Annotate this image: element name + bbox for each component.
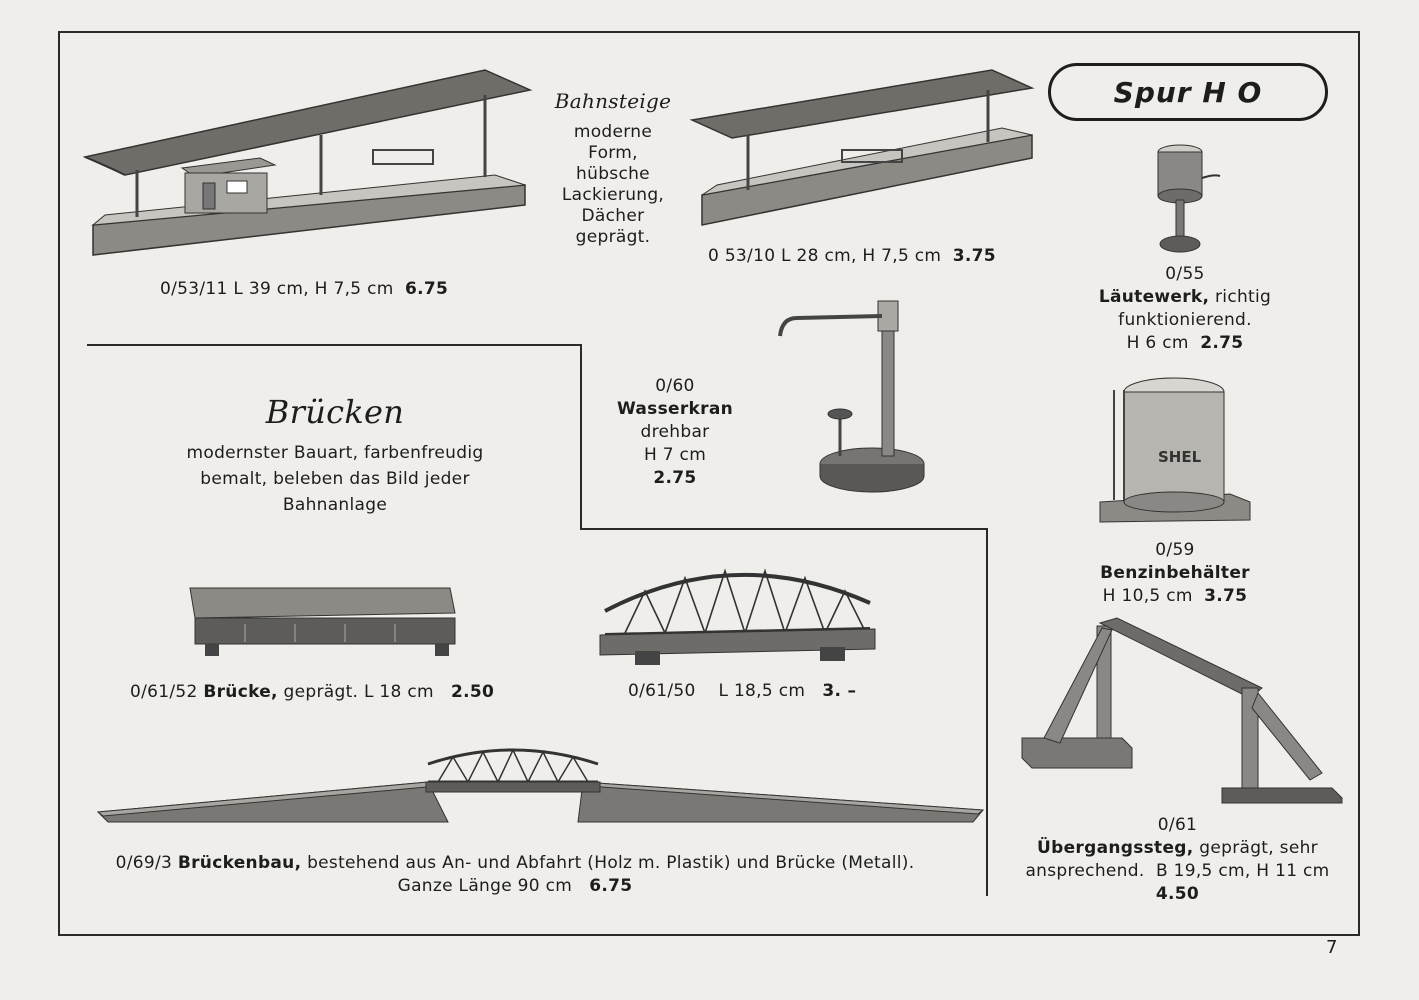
platform-small-caption: 0 53/10 L 28 cm, H 7,5 cm 3.75	[708, 245, 996, 268]
divider-left-horizontal	[87, 344, 582, 346]
page-number: 7	[1326, 937, 1338, 958]
item-code: 0/60	[655, 376, 695, 396]
item-dims: L 18,5 cm	[718, 681, 806, 701]
item-code: 0/61/50	[628, 681, 696, 701]
bell-illustration	[1157, 144, 1221, 253]
bridge-construction-caption: 0/69/3 Brückenbau, bestehend aus An- und…	[90, 852, 940, 898]
footbridge-caption: 0/61 Übergangssteg, geprägt, sehr anspre…	[1010, 814, 1345, 906]
platform-small-illustration	[689, 69, 1035, 226]
water-crane-illustration	[778, 300, 925, 493]
platforms-description: moderne Form, hübsche Lackierung, Dächer…	[561, 122, 665, 247]
bridges-description: modernster Bauart, farbenfreudig bemalt,…	[186, 443, 484, 515]
item-dims: L 28 cm, H 7,5 cm	[781, 246, 942, 266]
platforms-heading: Bahnsteige	[554, 89, 672, 113]
item-price: 6.75	[589, 876, 633, 896]
item-dims: H 10,5 cm	[1102, 586, 1193, 606]
item-price: 3.75	[952, 246, 996, 266]
bridges-heading: Brücken	[265, 393, 405, 431]
tank-label: SHEL	[1158, 448, 1202, 466]
item-description: bestehend aus An- und Abfahrt (Holz m. P…	[307, 853, 915, 873]
item-price: 4.50	[1155, 884, 1200, 904]
bell-caption: 0/55 Läutewerk, richtig funktionierend. …	[1060, 263, 1310, 355]
divider-vertical-short	[580, 344, 582, 529]
fuel-tank-illustration: SHEL	[1099, 377, 1251, 523]
item-name: Brücke,	[203, 682, 278, 702]
fuel-tank-caption: 0/59 Benzinbehälter H 10,5 cm 3.75	[1060, 539, 1290, 608]
item-code: 0/53/11	[160, 279, 228, 299]
item-dims: H 7 cm	[643, 445, 707, 465]
item-dims: L 39 cm, H 7,5 cm	[233, 279, 394, 299]
item-code: 0/55	[1165, 264, 1205, 284]
item-name: Übergangssteg,	[1037, 838, 1194, 858]
girder-bridge-caption: 0/61/52 Brücke, geprägt. L 18 cm 2.50	[130, 681, 494, 704]
platform-large-caption: 0/53/11 L 39 cm, H 7,5 cm 6.75	[160, 278, 448, 301]
item-price: 6.75	[405, 279, 449, 299]
arch-truss-bridge-illustration	[599, 568, 876, 665]
bridge-construction-illustration	[96, 748, 985, 823]
page-frame	[58, 31, 1360, 936]
footbridge-illustration	[1021, 617, 1343, 804]
item-name: Benzinbehälter	[1100, 563, 1250, 583]
item-code: 0/61/52	[130, 682, 198, 702]
item-name: Brückenbau,	[177, 853, 302, 873]
item-code: 0/69/3	[115, 853, 173, 873]
water-crane-caption: 0/60 Wasserkran drehbar H 7 cm 2.75	[605, 375, 745, 490]
item-name: Wasserkran	[616, 399, 734, 419]
item-code: 0/61	[1157, 815, 1198, 835]
item-dims: geprägt. L 18 cm	[283, 682, 434, 702]
item-price: 2.50	[451, 682, 495, 702]
arch-bridge-caption: 0/61/50 L 18,5 cm 3. –	[628, 680, 856, 703]
divider-middle-horizontal	[580, 528, 988, 530]
item-name: Läutewerk,	[1098, 287, 1210, 307]
item-price: 3.75	[1204, 586, 1248, 606]
item-code: 0/59	[1155, 540, 1195, 560]
item-dims: Ganze Länge 90 cm	[397, 876, 573, 896]
item-dims: H 6 cm	[1126, 333, 1189, 353]
divider-vertical-right	[986, 528, 988, 896]
item-dims: B 19,5 cm, H 11 cm	[1155, 861, 1330, 881]
track-gauge-badge: Spur H O	[1048, 63, 1328, 121]
platform-large-illustration	[82, 69, 533, 256]
item-price: 2.75	[1200, 333, 1244, 353]
item-code: 0 53/10	[708, 246, 776, 266]
girder-bridge-illustration	[189, 587, 456, 656]
item-price: 3. –	[822, 681, 857, 701]
item-price: 2.75	[653, 468, 697, 488]
